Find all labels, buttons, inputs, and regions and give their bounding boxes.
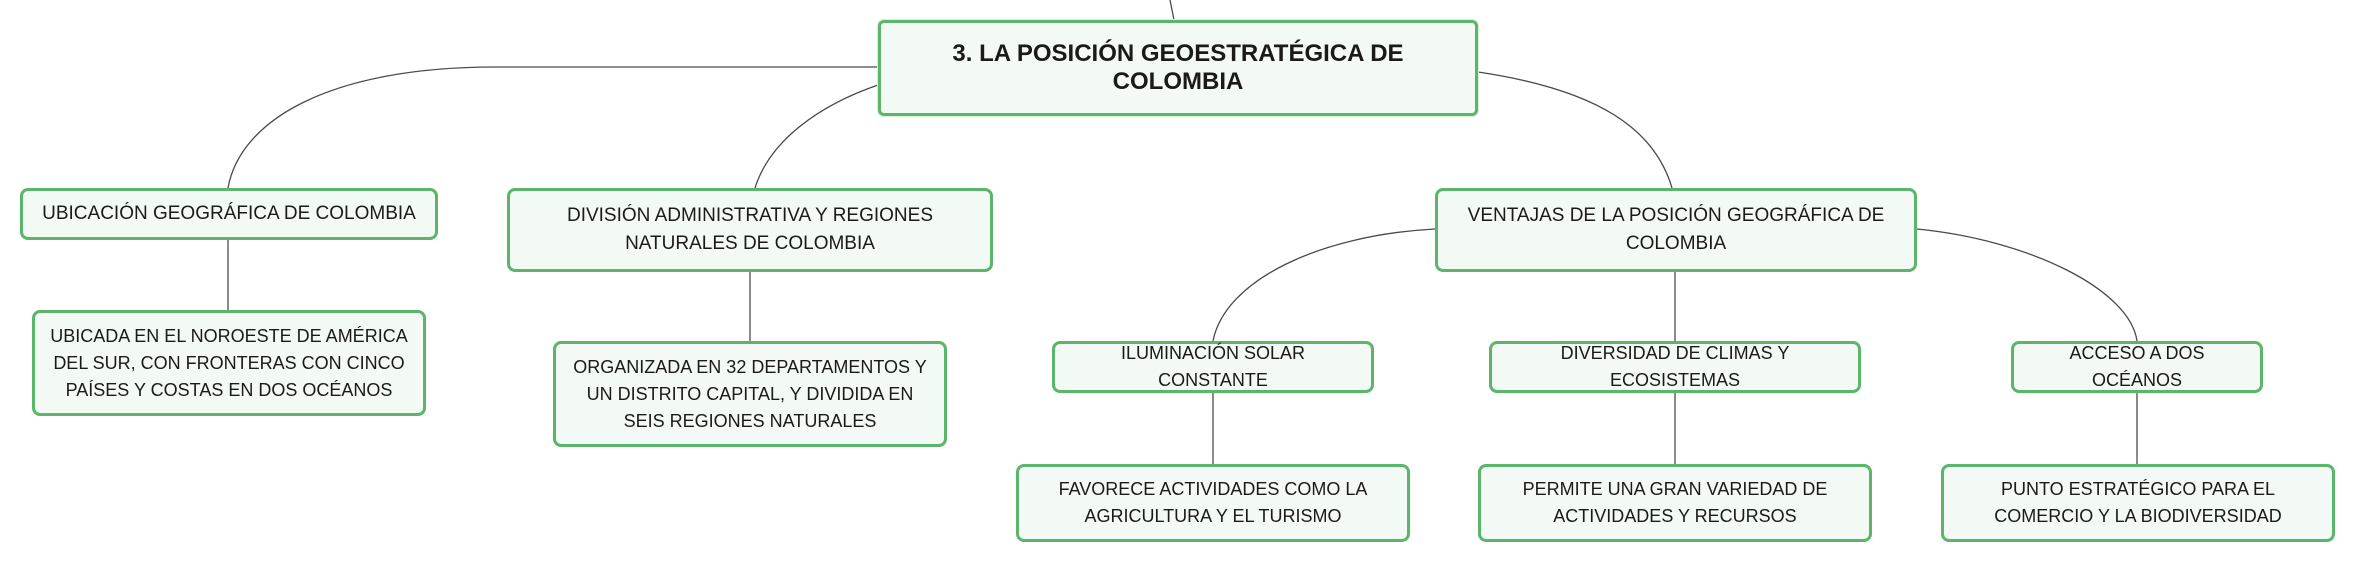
branch-ubicacion[interactable]: UBICACIÓN GEOGRÁFICA DE COLOMBIA bbox=[20, 188, 438, 240]
connector-root-top bbox=[1169, 0, 1175, 21]
detail-division[interactable]: ORGANIZADA EN 32 DEPARTAMENTOS Y UN DIST… bbox=[553, 341, 947, 447]
connector-ventajas-iluminacion bbox=[1212, 228, 1436, 342]
subtopic-acceso[interactable]: ACCESO A DOS OCÉANOS bbox=[2011, 341, 2263, 393]
connector-ventajas-acceso bbox=[1916, 228, 2138, 342]
connector-root-ventajas bbox=[1477, 71, 1673, 189]
detail-diversidad[interactable]: PERMITE UNA GRAN VARIEDAD DE ACTIVIDADES… bbox=[1478, 464, 1872, 542]
subtopic-diversidad[interactable]: DIVERSIDAD DE CLIMAS Y ECOSISTEMAS bbox=[1489, 341, 1861, 393]
detail-acceso[interactable]: PUNTO ESTRATÉGICO PARA EL COMERCIO Y LA … bbox=[1941, 464, 2335, 542]
detail-iluminacion[interactable]: FAVORECE ACTIVIDADES COMO LA AGRICULTURA… bbox=[1016, 464, 1410, 542]
branch-ventajas[interactable]: VENTAJAS DE LA POSICIÓN GEOGRÁFICA DE CO… bbox=[1435, 188, 1917, 272]
connector-root-division bbox=[754, 84, 879, 189]
detail-ubicacion[interactable]: UBICADA EN EL NOROESTE DE AMÉRICA DEL SU… bbox=[32, 310, 426, 416]
root-topic[interactable]: 3. LA POSICIÓN GEOESTRATÉGICA DE COLOMBI… bbox=[878, 20, 1478, 116]
connector-root-ubicacion bbox=[227, 66, 878, 189]
subtopic-iluminacion[interactable]: ILUMINACIÓN SOLAR CONSTANTE bbox=[1052, 341, 1374, 393]
branch-division[interactable]: DIVISIÓN ADMINISTRATIVA Y REGIONES NATUR… bbox=[507, 188, 993, 272]
